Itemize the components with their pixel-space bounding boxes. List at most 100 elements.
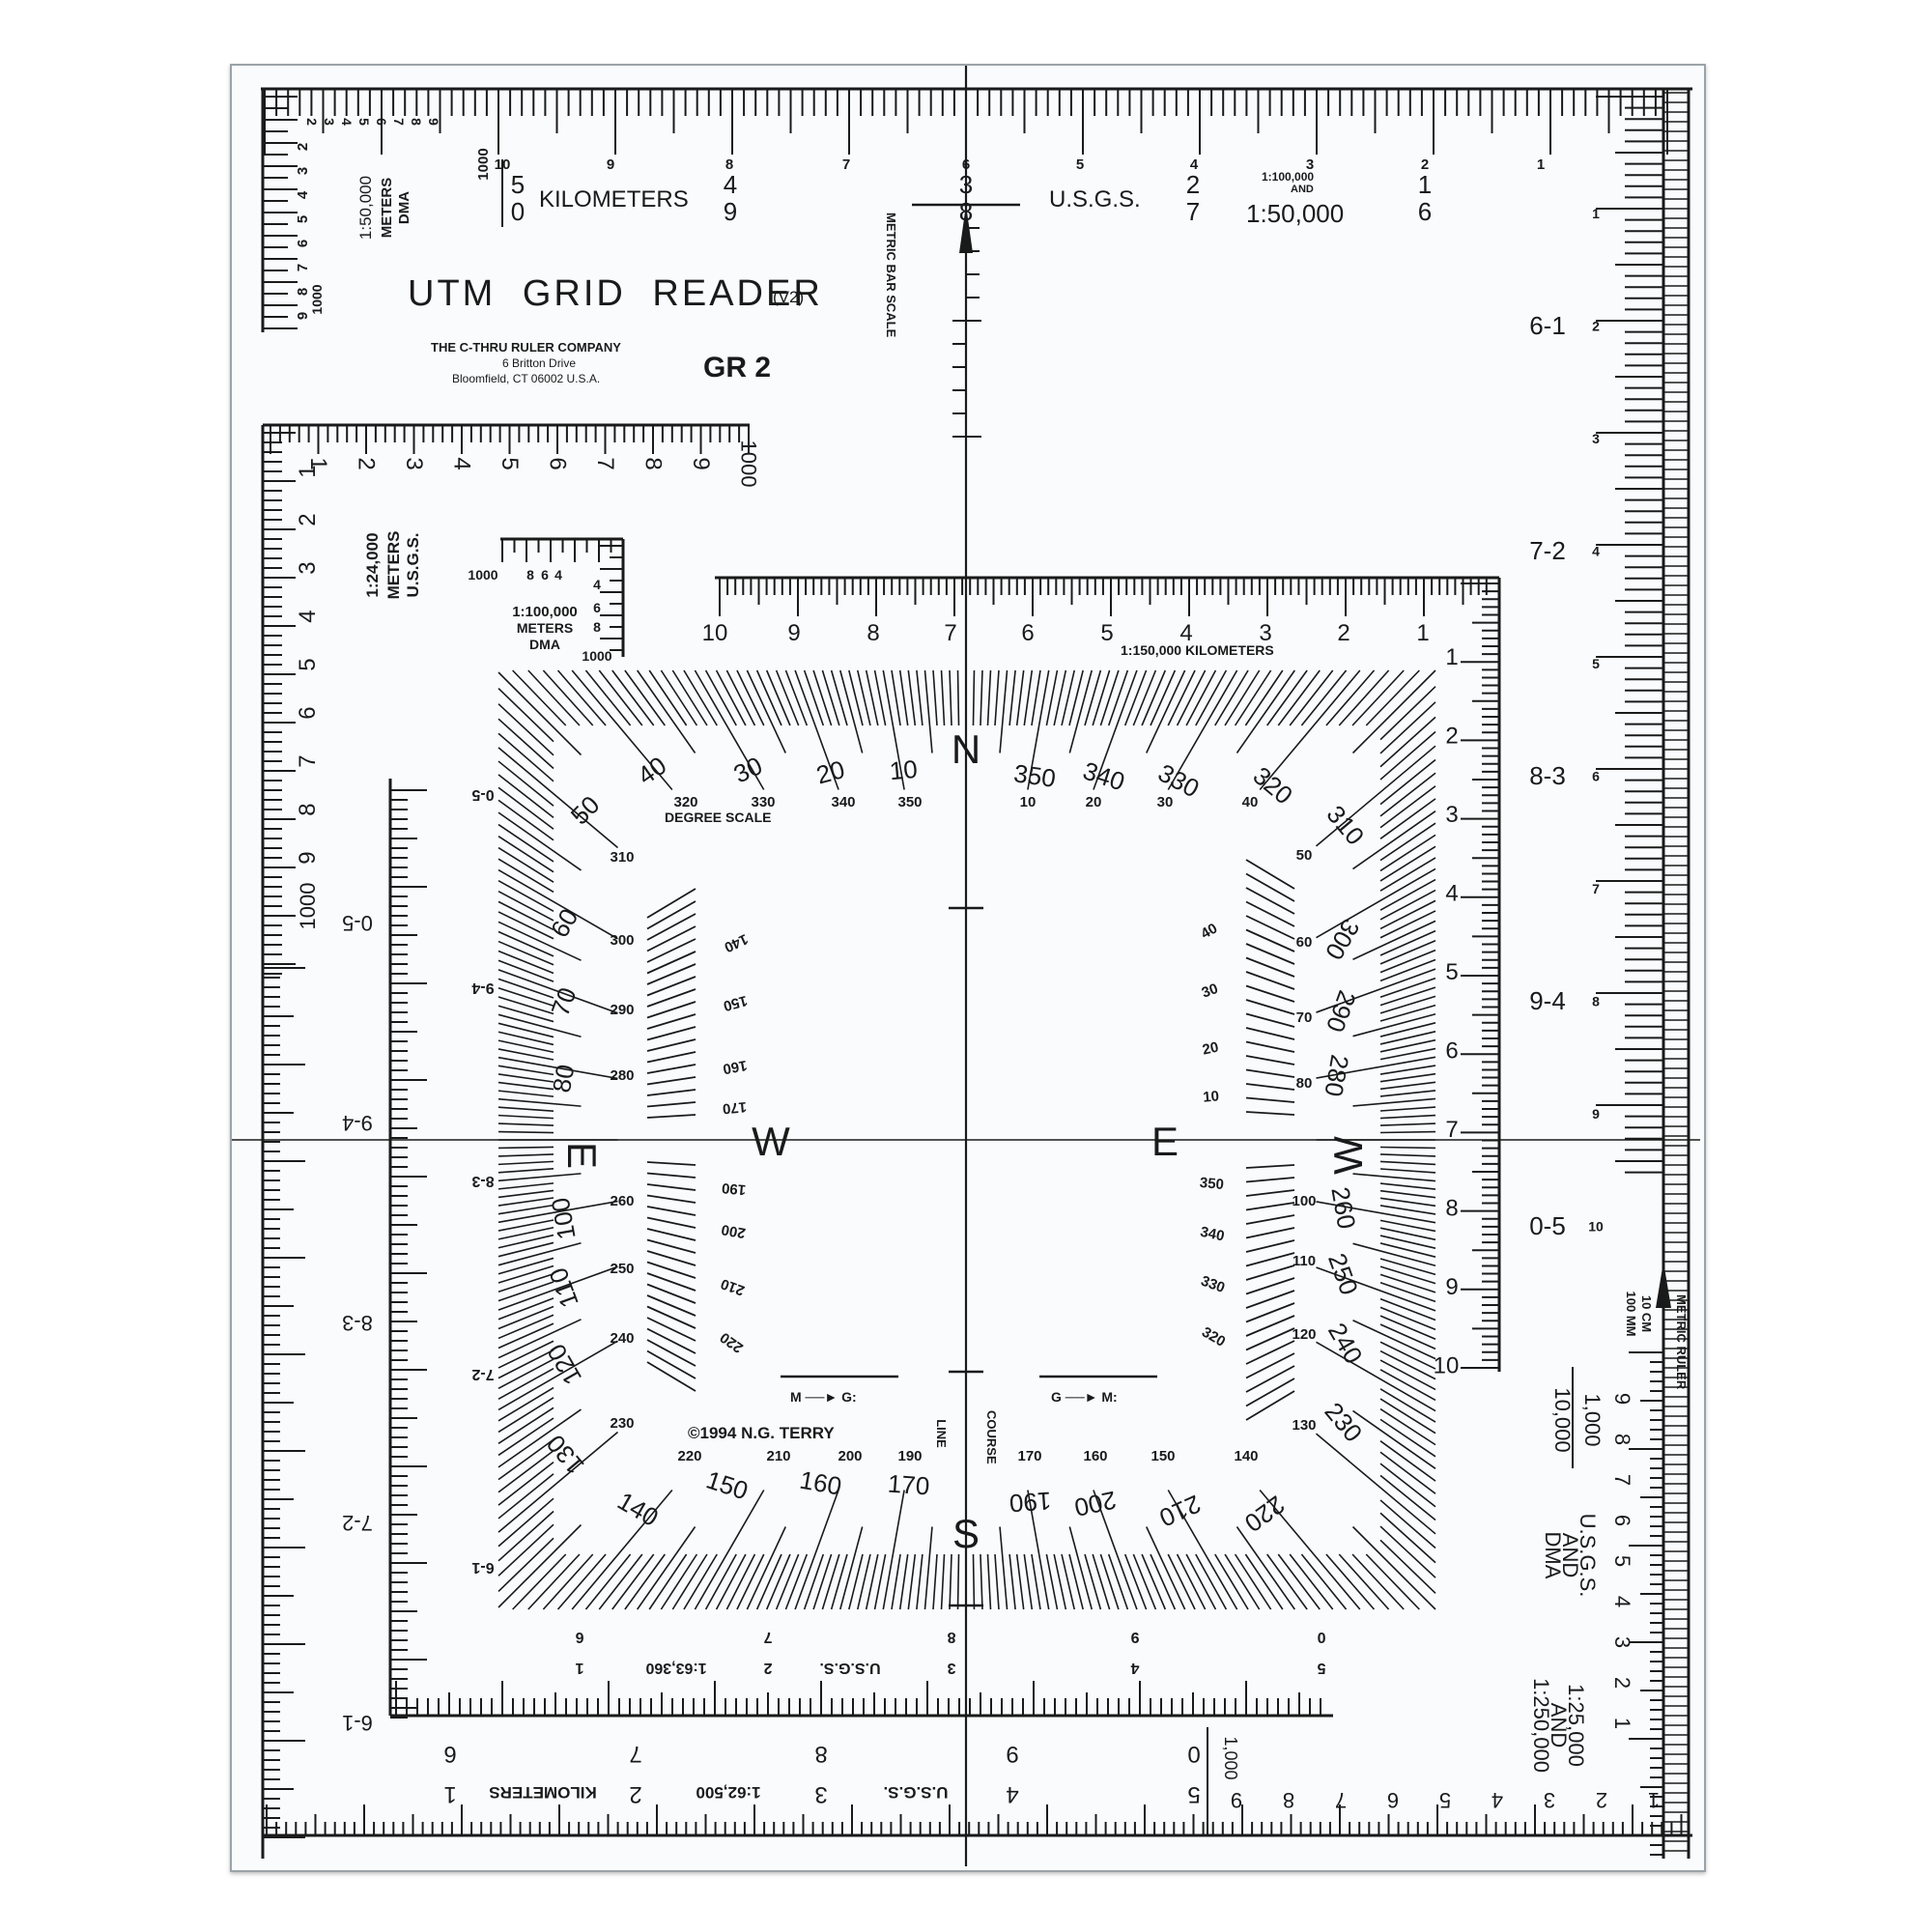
inner-degree-tick (1245, 1227, 1295, 1239)
inner-degree-tick (646, 1261, 696, 1279)
inner-degree-tick (646, 1172, 696, 1179)
degree-tick (1379, 1205, 1436, 1215)
degree-tick (986, 1553, 992, 1610)
km-150k-h-label: 5 (1100, 620, 1113, 646)
degree-tick (598, 669, 643, 726)
degree-tick (1234, 1553, 1272, 1610)
degree-back-right: 350 (1199, 1175, 1224, 1193)
inner-degree-tick (1245, 1365, 1295, 1393)
degree-tick (497, 1367, 554, 1400)
degree-tick (497, 1114, 554, 1120)
left-outer-ruler-label: 9-4 (342, 1111, 373, 1135)
degree-tick (660, 1553, 698, 1610)
degree-tick (1099, 1553, 1120, 1610)
degree-tick (1379, 995, 1436, 1014)
bottom-62k-row-a: 1 (443, 1781, 456, 1807)
bottom-62k-end-label: 1,000 (1221, 1736, 1240, 1779)
degree-tick (497, 1461, 554, 1506)
degree-inner-right: 100 (1292, 1193, 1316, 1209)
right-scale-and: AND (1558, 1533, 1582, 1577)
degree-back-right: 320 (1199, 1323, 1228, 1350)
degree-tick (671, 1553, 708, 1610)
degree-tick (556, 1553, 607, 1610)
degree-tick (986, 669, 992, 726)
metric-ruler-label: METRIC RULER (1674, 1294, 1689, 1390)
top-scale-row-a: 2 (1186, 170, 1200, 199)
degree-tick (1107, 669, 1129, 726)
bottom-63k-row-b: 6 (575, 1629, 583, 1645)
degree-tick (1053, 1553, 1067, 1610)
right-ruler-lower-label: 2 (1610, 1677, 1634, 1689)
degree-tick (898, 1553, 909, 1610)
bottom-right-tick-label: 2 (1596, 1788, 1607, 1812)
degree-tick (1379, 1265, 1436, 1285)
degree-tick (1379, 1418, 1436, 1458)
inner-degree-tick (646, 1026, 696, 1041)
degree-tick (1015, 1553, 1025, 1610)
degree-tick (497, 911, 554, 940)
bottom-63k-row-b: 7 (763, 1629, 772, 1645)
degree-tick (994, 669, 1000, 726)
degree-tick (1315, 745, 1436, 847)
degree-tick (1141, 1553, 1167, 1610)
degree-tick (1379, 772, 1436, 817)
degree-tick (940, 1553, 946, 1610)
degree-tick (1214, 669, 1249, 726)
degree-tick (1195, 669, 1228, 726)
degree-back-right: 10 (1203, 1088, 1220, 1105)
degree-tick (611, 669, 655, 726)
inner-degree-tick (646, 1089, 696, 1096)
degree-tick (1379, 1160, 1436, 1166)
cardinal-north: N (952, 726, 980, 772)
inner-degree-tick (646, 1038, 696, 1052)
bottom-62k-row-b: 6 (443, 1741, 456, 1767)
degree-tick (916, 1553, 923, 1610)
right-ruler-number: 8 (1592, 994, 1600, 1009)
degree-inner-right: 110 (1293, 1253, 1316, 1269)
degree-tick (1379, 949, 1436, 974)
degree-tick (1351, 669, 1405, 726)
degree-inner-bottom-right: 140 (1234, 1448, 1258, 1464)
degree-label-bottom-left: 150 (703, 1464, 753, 1505)
degree-tick (1379, 822, 1436, 862)
degree-tick (812, 669, 833, 726)
left-inner-ruler-label: 8-3 (471, 1173, 494, 1189)
degree-label-bottom-right: 190 (1009, 1487, 1052, 1519)
degree-tick (916, 669, 923, 726)
degree-tick (1167, 669, 1238, 790)
degree-tick (497, 1497, 554, 1548)
degree-tick (1379, 1525, 1436, 1578)
degree-tick (497, 1340, 618, 1411)
km-150k-h-label: 4 (1179, 620, 1192, 646)
bottom-63k-row-b: 0 (1317, 1629, 1325, 1645)
bottom-63k-row-a: 2 (763, 1660, 772, 1676)
degree-label-top-left: 50 (565, 790, 606, 831)
left-outer-ruler-label: 8-3 (342, 1311, 373, 1335)
degree-tick (1316, 1341, 1436, 1412)
inner-degree-tick (1245, 872, 1295, 902)
degree-inner-top-right: 20 (1086, 794, 1102, 810)
degree-tick (497, 1264, 554, 1284)
degree-tick (1234, 669, 1272, 726)
degree-tick (873, 1553, 887, 1610)
right-ruler-number: 3 (1592, 431, 1600, 446)
corner-vertical-label: 6 (295, 240, 311, 247)
top-scale-row-a: 1 (1418, 170, 1432, 199)
inner-degree-tick (1245, 1264, 1295, 1281)
degree-tick (1379, 758, 1436, 806)
degree-tick (1379, 1227, 1436, 1241)
degree-tick (497, 718, 554, 770)
degree-tick (1379, 1090, 1436, 1097)
degree-tick (1351, 1553, 1405, 1610)
degree-tick (1300, 669, 1348, 726)
inner-degree-tick (646, 938, 696, 963)
inner-degree-tick (646, 900, 696, 930)
degree-tick (1053, 669, 1067, 726)
degree-tick (497, 1322, 554, 1350)
degree-tick (497, 760, 554, 807)
degree-tick (882, 1490, 905, 1610)
degree-tick (497, 950, 554, 975)
left-inner-ruler-label: 9-4 (471, 980, 494, 996)
degree-back-left: 220 (717, 1329, 746, 1356)
right-ruler-number: 1 (1592, 206, 1600, 221)
